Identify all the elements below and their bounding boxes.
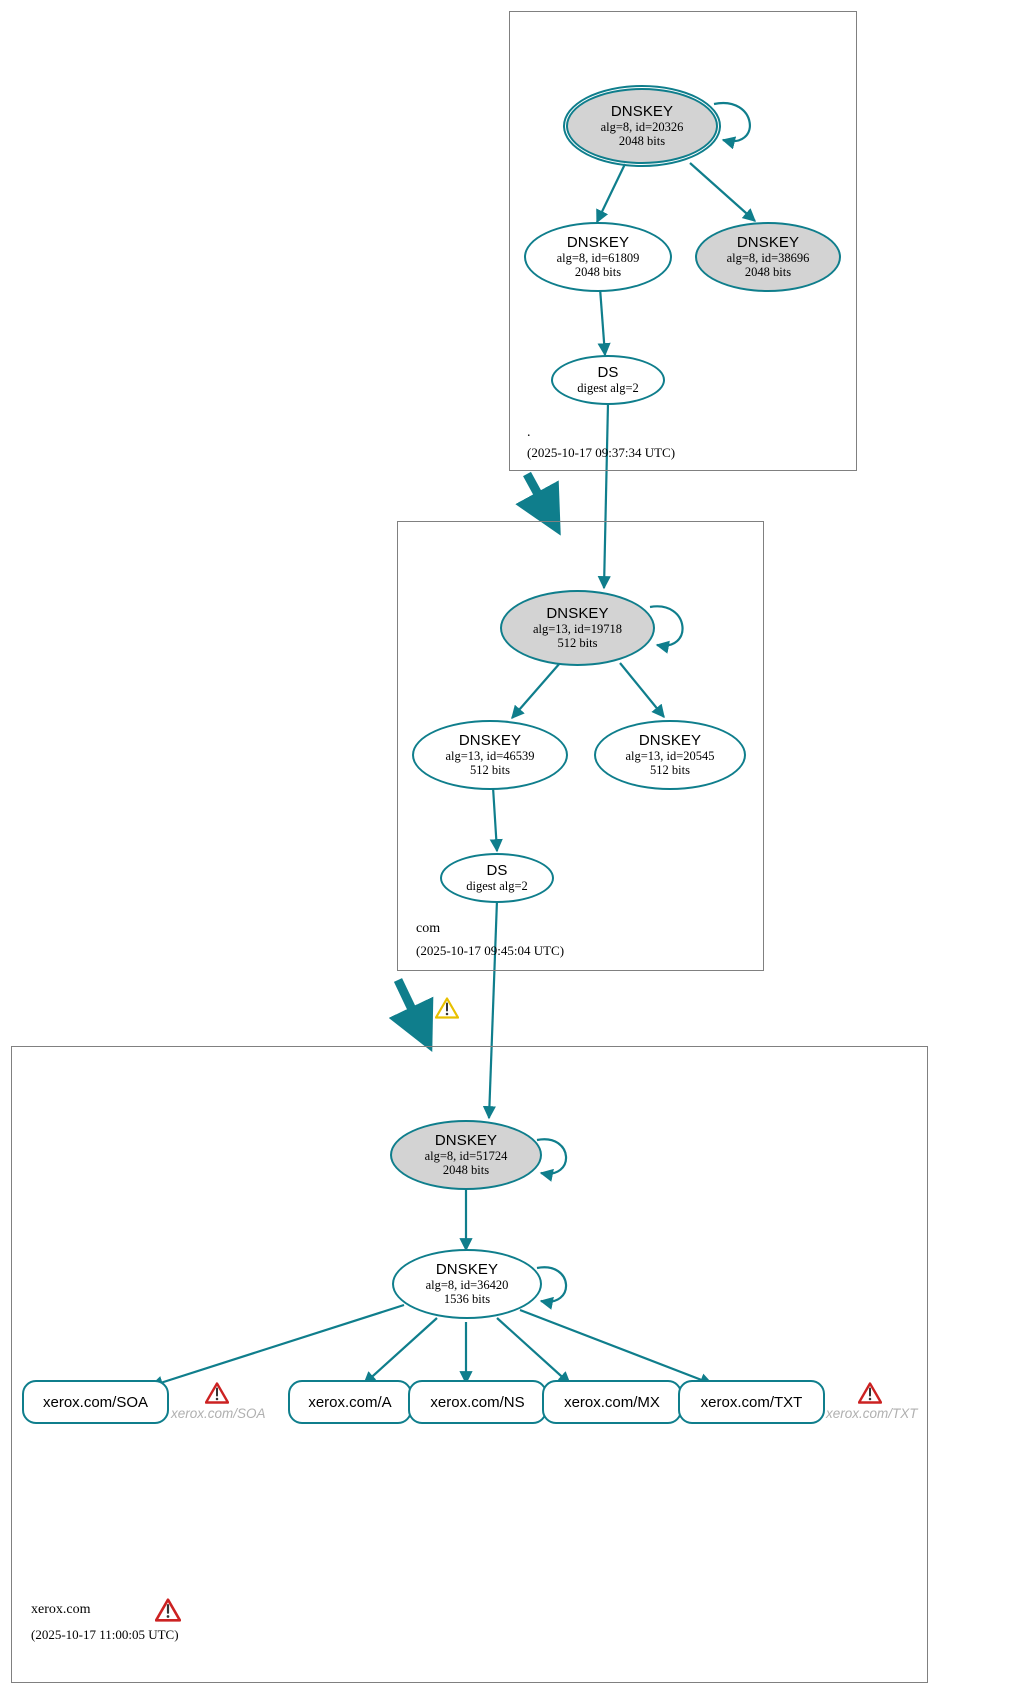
zone-label-xeroxcom: xerox.com bbox=[31, 1602, 91, 1617]
node-keyinfo: alg=8, id=20326 bbox=[600, 120, 684, 135]
node-com-ksk-19718[interactable]: DNSKEY alg=13, id=19718 512 bits bbox=[500, 590, 655, 666]
node-keysize: 2048 bits bbox=[574, 265, 622, 280]
node-title: DNSKEY bbox=[736, 233, 800, 251]
node-keyinfo: alg=13, id=46539 bbox=[445, 749, 535, 764]
node-title: DNSKEY bbox=[610, 102, 674, 120]
node-xeroxcom-zsk-36420[interactable]: DNSKEY alg=8, id=36420 1536 bits bbox=[392, 1249, 542, 1319]
zone-timestamp-root: (2025-10-17 09:37:34 UTC) bbox=[527, 445, 676, 460]
warning-icon-txt[interactable] bbox=[858, 1382, 882, 1404]
node-digest: digest alg=2 bbox=[577, 381, 639, 396]
node-keyinfo: alg=8, id=51724 bbox=[424, 1149, 508, 1164]
node-com-ds[interactable]: DS digest alg=2 bbox=[440, 853, 554, 903]
node-keysize: 512 bits bbox=[557, 636, 598, 651]
node-root-zsk-61809[interactable]: DNSKEY alg=8, id=61809 2048 bits bbox=[524, 222, 672, 292]
zone-box-root bbox=[509, 11, 857, 471]
zone-timestamp-com: (2025-10-17 09:45:04 UTC) bbox=[416, 943, 565, 958]
node-keyinfo: alg=13, id=20545 bbox=[625, 749, 715, 764]
node-title: DNSKEY bbox=[458, 731, 522, 749]
node-title: DNSKEY bbox=[435, 1260, 499, 1278]
node-title: DNSKEY bbox=[566, 233, 630, 251]
zone-label-com: com bbox=[416, 921, 441, 936]
node-keysize: 512 bits bbox=[470, 763, 510, 778]
node-keyinfo: alg=8, id=36420 bbox=[425, 1278, 509, 1293]
node-com-dnskey-20545[interactable]: DNSKEY alg=13, id=20545 512 bits bbox=[594, 720, 746, 790]
warning-label-txt: xerox.com/TXT bbox=[826, 1406, 918, 1421]
node-title: DS bbox=[597, 363, 619, 381]
node-title: DNSKEY bbox=[434, 1131, 498, 1149]
node-keyinfo: alg=13, id=19718 bbox=[532, 622, 623, 637]
zone-box-com bbox=[397, 521, 764, 971]
node-keysize: 2048 bits bbox=[618, 134, 666, 149]
node-keysize: 1536 bits bbox=[443, 1292, 491, 1307]
rrset-xerox-com-soa[interactable]: xerox.com/SOA bbox=[22, 1380, 169, 1424]
rrset-xerox-com-txt[interactable]: xerox.com/TXT bbox=[678, 1380, 825, 1424]
node-xeroxcom-ksk-51724[interactable]: DNSKEY alg=8, id=51724 2048 bits bbox=[390, 1120, 542, 1190]
node-root-ds[interactable]: DS digest alg=2 bbox=[551, 355, 665, 405]
rrset-xerox-com-mx[interactable]: xerox.com/MX bbox=[542, 1380, 682, 1424]
node-title: DNSKEY bbox=[546, 604, 609, 622]
node-keysize: 2048 bits bbox=[442, 1163, 490, 1178]
node-digest: digest alg=2 bbox=[466, 879, 528, 894]
warning-icon-soa[interactable] bbox=[205, 1382, 229, 1404]
node-title: DS bbox=[486, 861, 508, 879]
zone-label-root: . bbox=[527, 425, 531, 440]
node-keyinfo: alg=8, id=61809 bbox=[556, 251, 640, 266]
rrset-xerox-com-a[interactable]: xerox.com/A bbox=[288, 1380, 412, 1424]
zone-timestamp-xeroxcom: (2025-10-17 11:00:05 UTC) bbox=[31, 1627, 179, 1642]
node-com-zsk-46539[interactable]: DNSKEY alg=13, id=46539 512 bits bbox=[412, 720, 568, 790]
node-title: DNSKEY bbox=[638, 731, 702, 749]
node-root-ksk-20326[interactable]: DNSKEY alg=8, id=20326 2048 bits bbox=[563, 85, 721, 167]
warning-icon-delegation[interactable] bbox=[435, 997, 459, 1019]
node-keysize: 512 bits bbox=[650, 763, 690, 778]
zone-box-xeroxcom bbox=[11, 1046, 928, 1683]
rrset-xerox-com-ns[interactable]: xerox.com/NS bbox=[408, 1380, 547, 1424]
node-keyinfo: alg=8, id=38696 bbox=[726, 251, 810, 266]
warning-label-soa: xerox.com/SOA bbox=[171, 1406, 266, 1421]
warning-icon-zone-xeroxcom[interactable] bbox=[155, 1598, 181, 1622]
node-root-dnskey-38696[interactable]: DNSKEY alg=8, id=38696 2048 bits bbox=[695, 222, 841, 292]
node-keysize: 2048 bits bbox=[744, 265, 792, 280]
